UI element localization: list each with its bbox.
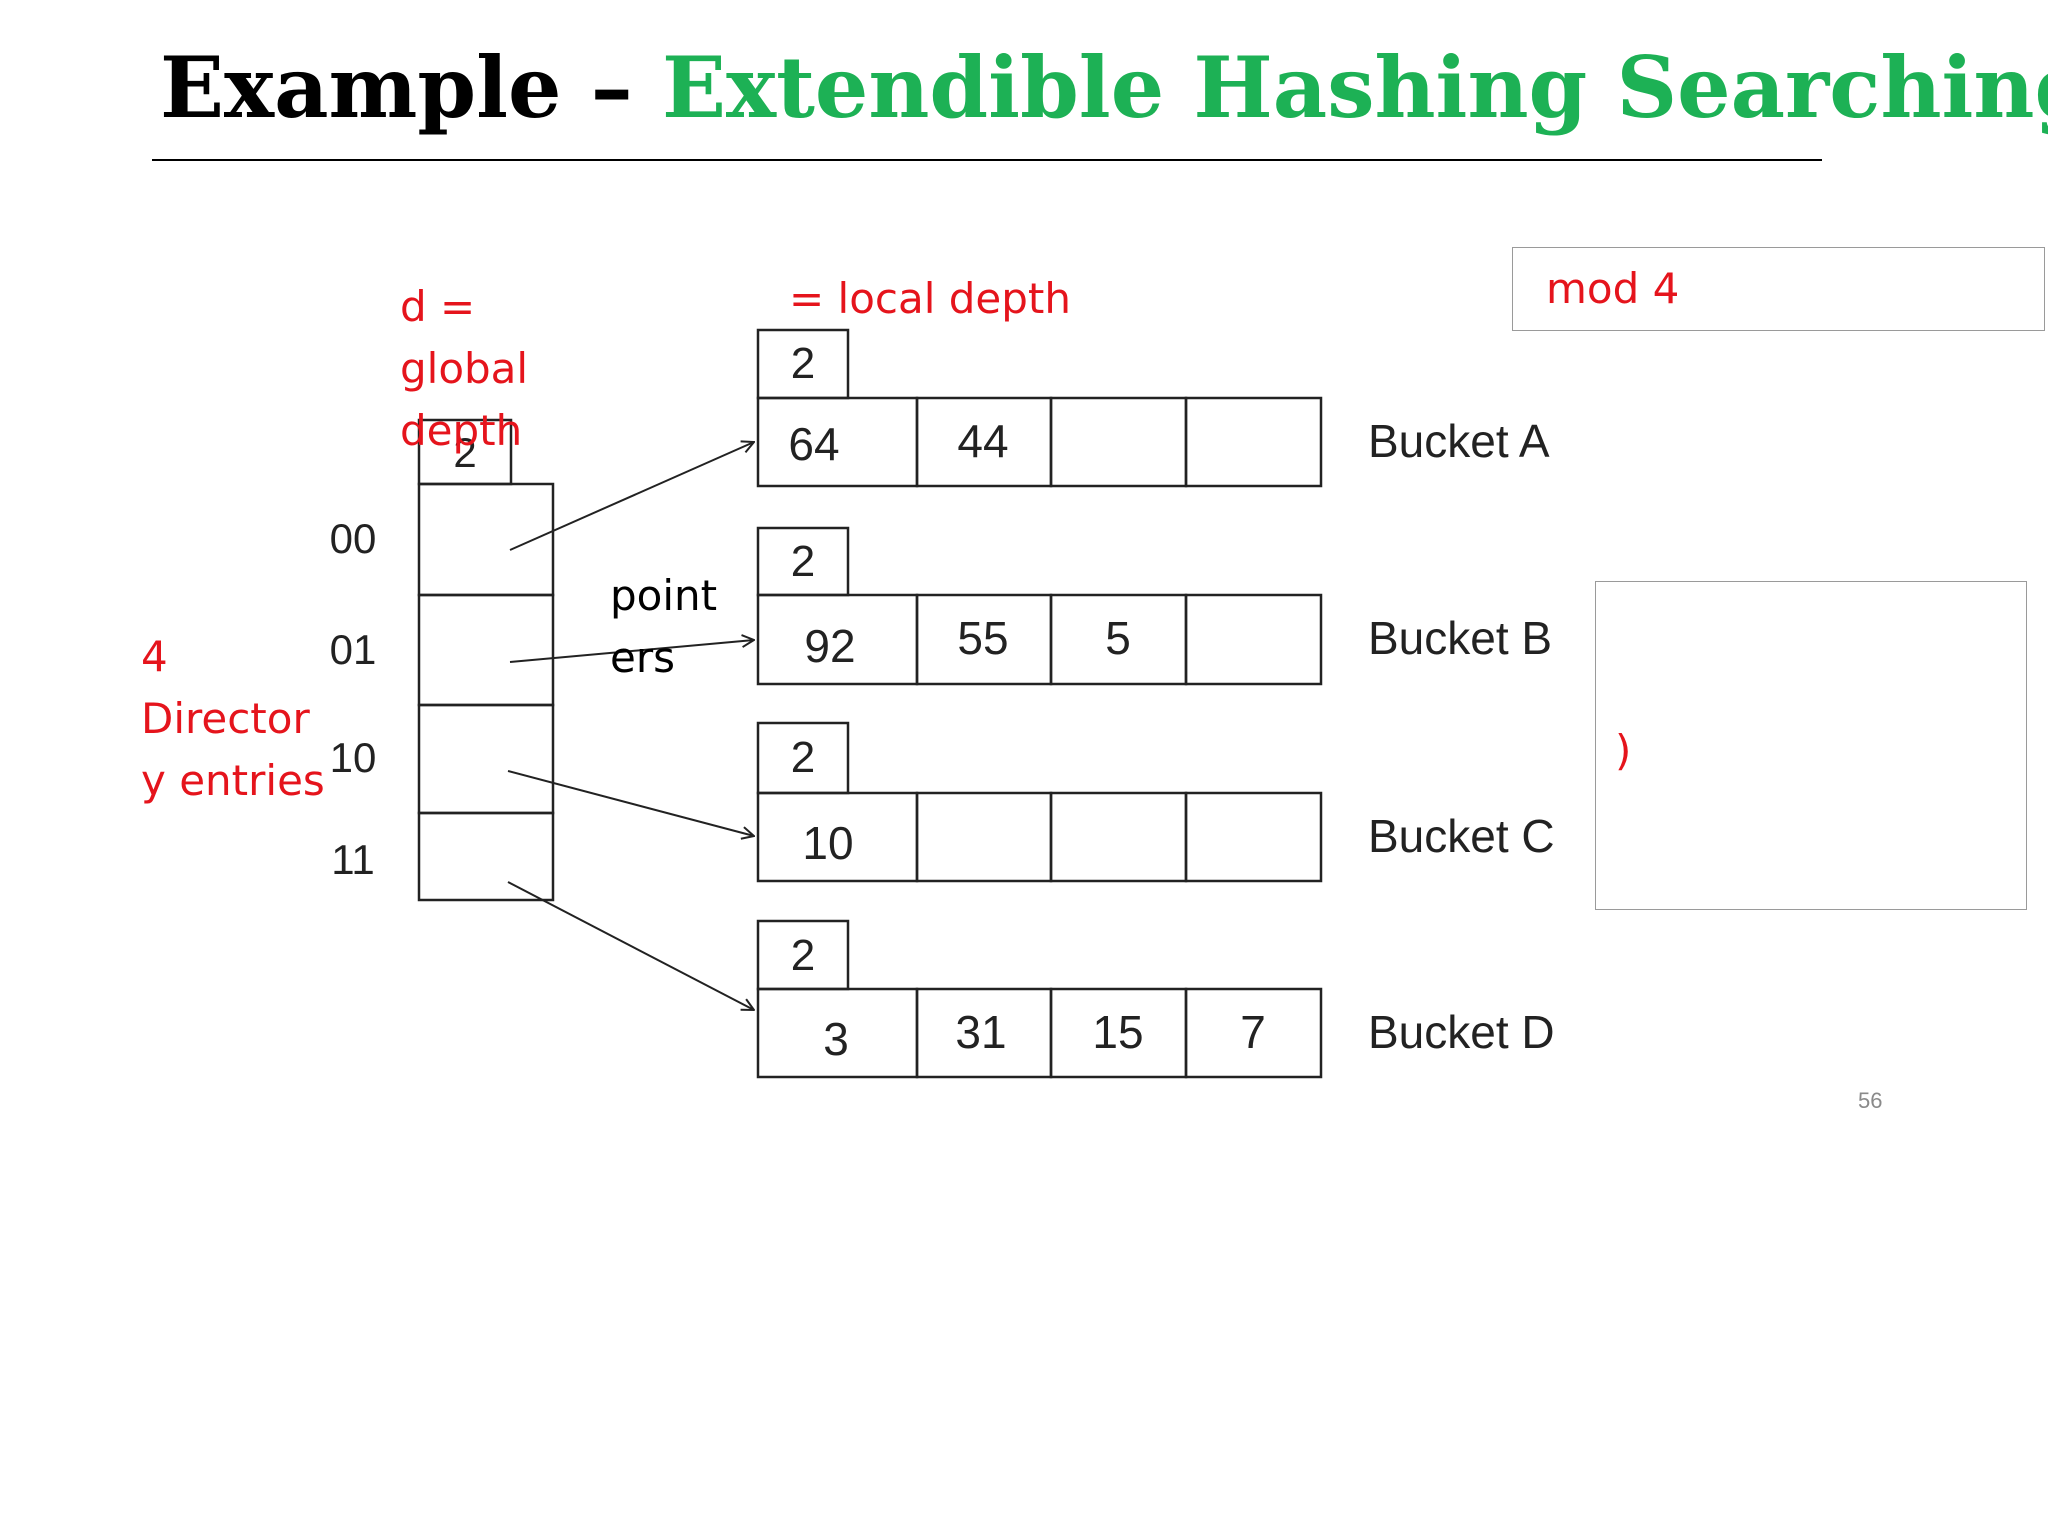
pointer-arrow-01-to-b <box>509 640 754 663</box>
directory-entry-label: 01 <box>330 626 377 673</box>
mod-text: mod 4 <box>1546 264 1680 313</box>
annotation-line: depth <box>400 406 523 455</box>
annotation-line: point <box>610 571 718 620</box>
bucket-label: Bucket D <box>1368 1006 1555 1058</box>
bucket-value: 10 <box>802 817 853 869</box>
directory-slot-01 <box>417 593 555 707</box>
directory-global-depth-value: 2 <box>453 429 476 476</box>
annotation-line: y entries <box>141 756 325 805</box>
bucket-value: 92 <box>804 620 855 672</box>
bucket-value: 3 <box>823 1013 849 1065</box>
local-depth-annotation: = local depth <box>789 274 1072 323</box>
bucket-label: Bucket A <box>1368 415 1550 467</box>
bucket-value: 55 <box>957 612 1008 664</box>
pointers-annotation: point ers <box>610 565 717 689</box>
title-prefix: Example – <box>160 38 662 137</box>
bucket-slot <box>915 791 1053 883</box>
bucket-label: Bucket C <box>1368 810 1555 862</box>
bucket-value: 64 <box>788 418 839 470</box>
slide-number: 56 <box>1858 1088 1883 1113</box>
slide-title: Example – Extendible Hashing Searching <box>160 38 2048 137</box>
local-depth-value: 2 <box>791 537 815 586</box>
local-depth-value: 2 <box>791 339 815 388</box>
bucket-label: Bucket B <box>1368 612 1552 664</box>
bucket-slot <box>1184 791 1323 883</box>
directory-entry-label: 00 <box>330 515 377 562</box>
directory-entry-label: 10 <box>330 734 377 781</box>
pointer-arrow-00-to-a <box>509 442 754 551</box>
bucket-a: 2 64 44 Bucket A <box>756 328 1550 488</box>
bucket-value: 5 <box>1105 612 1131 664</box>
bucket-value: 15 <box>1092 1006 1143 1058</box>
bucket-slot <box>1049 396 1188 488</box>
bucket-slot <box>1049 791 1188 883</box>
bucket-value: 44 <box>957 415 1008 467</box>
directory-entry-label: 11 <box>331 836 375 883</box>
bucket-value: 31 <box>955 1006 1006 1058</box>
directory: 2 00 01 10 11 <box>330 418 555 902</box>
bucket-b: 2 92 55 5 Bucket B <box>756 526 1552 686</box>
directory-slot-10 <box>417 703 555 815</box>
mod-text-box: mod 4 <box>1512 247 2045 331</box>
paren-text: ) <box>1615 726 1632 775</box>
annotation-line: 4 <box>141 632 168 681</box>
bucket-c: 2 10 Bucket C <box>756 721 1555 883</box>
annotation-line: Director <box>141 694 310 743</box>
title-underline <box>152 159 1822 161</box>
bucket-slot <box>1184 593 1323 686</box>
pointer-arrows <box>507 442 754 1010</box>
bucket-value: 7 <box>1240 1006 1266 1058</box>
bucket-slot <box>1184 987 1323 1079</box>
pointer-arrow-10-to-c <box>507 770 754 836</box>
title-accent: Extendible Hashing Searching <box>662 38 2048 137</box>
paren-text-box: ) <box>1595 581 2027 910</box>
annotation-line: global <box>400 344 529 393</box>
local-depth-value: 2 <box>791 733 815 782</box>
pointer-arrow-11-to-d <box>507 881 754 1010</box>
directory-entries-annotation: 4 Director y entries <box>141 626 325 812</box>
global-depth-annotation: d = global depth <box>400 276 528 462</box>
bucket-d: 2 3 31 15 7 Bucket D <box>756 919 1555 1079</box>
bucket-slot <box>1184 396 1323 488</box>
annotation-line: d = <box>400 282 476 331</box>
local-depth-value: 2 <box>791 931 815 980</box>
directory-slot-11 <box>417 811 555 902</box>
annotation-line: ers <box>610 633 675 682</box>
